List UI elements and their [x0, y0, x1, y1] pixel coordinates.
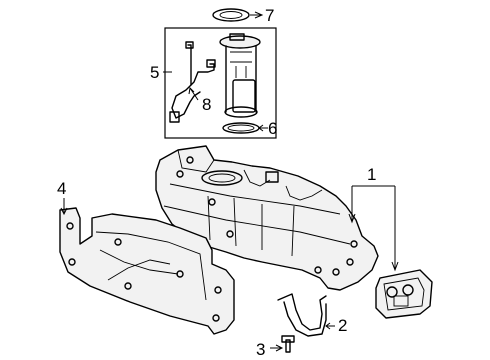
tank-end-plate [375, 269, 433, 319]
callout-8: 8 [202, 95, 212, 114]
bolt-part-3 [281, 335, 295, 353]
seal-part-6 [222, 122, 260, 134]
fuel-tank-part-1 [155, 145, 379, 291]
callout-5: 5 [150, 63, 160, 82]
fuel-pump-module [185, 33, 261, 118]
callout-7: 7 [265, 6, 275, 25]
callout-4: 4 [57, 179, 67, 198]
callout-3: 3 [256, 340, 266, 359]
skid-plate-part-4 [59, 207, 235, 335]
callout-1: 1 [367, 165, 377, 184]
callout-2: 2 [338, 316, 348, 335]
callout-6: 6 [268, 119, 278, 138]
pump-inset-box [164, 27, 277, 139]
fuel-level-sensor-part-8 [169, 59, 216, 123]
tank-strap-part-2 [277, 293, 327, 337]
lock-ring-part-7 [212, 8, 250, 22]
